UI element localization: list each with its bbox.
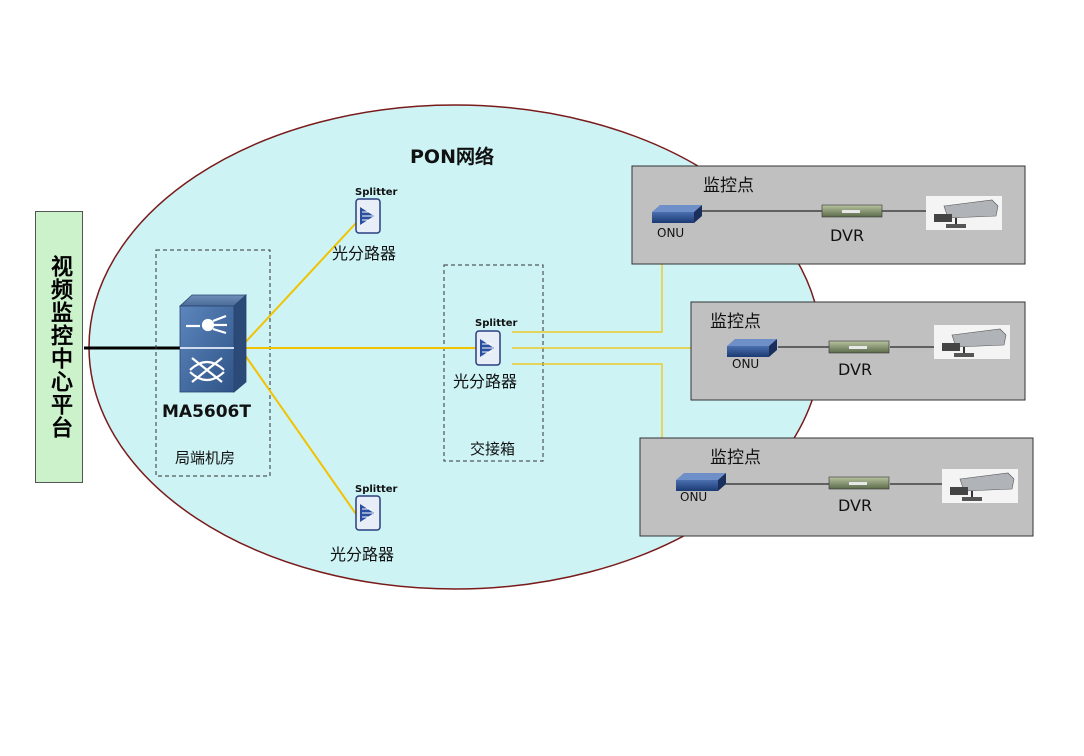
splitter-label: 光分路器 <box>453 372 517 391</box>
dvr-label: DVR <box>838 496 872 515</box>
splitter-icon <box>355 495 381 531</box>
olt-icon <box>178 294 248 393</box>
dvr-label: DVR <box>830 226 864 245</box>
video-surveillance-platform-box: 视频监控中心平台 <box>35 211 83 483</box>
cabinet-label: 交接箱 <box>470 440 515 458</box>
splitter-tag: Splitter <box>355 187 398 198</box>
splitter-label: 光分路器 <box>332 244 396 263</box>
dvr-label: DVR <box>838 360 872 379</box>
central-office-room-box <box>155 249 271 477</box>
splitter-label: 光分路器 <box>330 545 394 564</box>
onu-icon <box>727 339 777 357</box>
site-title: 监控点 <box>710 448 761 468</box>
splitter-icon <box>475 330 501 366</box>
camera-icon <box>942 469 1018 503</box>
onu-icon <box>676 473 726 491</box>
onu-icon <box>652 205 702 223</box>
onu-label: ONU <box>680 490 707 504</box>
onu-label: ONU <box>657 226 684 240</box>
monitoring-site: 监控点 ONU DVR <box>690 301 1026 401</box>
site-title: 监控点 <box>710 312 761 332</box>
platform-label: 视频监控中心平台 <box>47 255 72 439</box>
pon-network-label: PON网络 <box>410 145 494 168</box>
camera-icon <box>926 196 1002 230</box>
monitoring-site: 监控点 ONU DVR <box>639 437 1034 537</box>
olt-model-label: MA5606T <box>162 402 251 422</box>
cabinet-box <box>443 264 544 462</box>
monitoring-site: 监控点 ONU DVR <box>631 165 1026 265</box>
dvr-icon <box>821 204 883 218</box>
camera-icon <box>934 325 1010 359</box>
fiber-lines <box>239 222 476 515</box>
splitter-tag: Splitter <box>355 484 398 495</box>
splitter-icon <box>355 198 381 234</box>
onu-label: ONU <box>732 357 759 371</box>
central-office-label: 局端机房 <box>175 449 235 467</box>
splitter-tag: Splitter <box>475 318 518 329</box>
dvr-icon <box>828 476 890 490</box>
site-title: 监控点 <box>703 176 754 196</box>
dvr-icon <box>828 340 890 354</box>
